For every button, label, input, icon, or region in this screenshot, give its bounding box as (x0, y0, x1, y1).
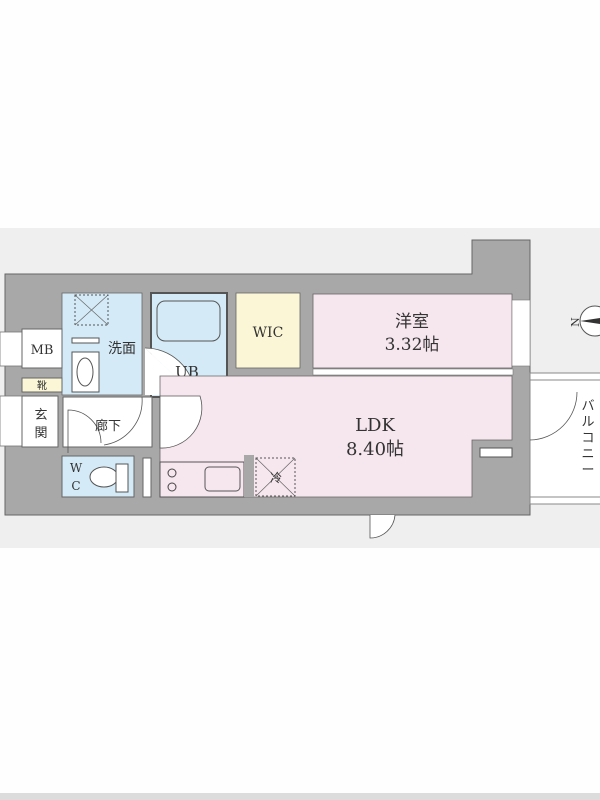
svg-text:ニ: ニ (581, 447, 594, 462)
entrance-area (21, 395, 59, 448)
bathtub (156, 300, 221, 342)
svg-text:バ: バ (581, 399, 594, 414)
entrance-label-1: 玄 (34, 408, 47, 423)
toilet-bowl (89, 466, 119, 488)
washing-machine-pan (74, 294, 109, 326)
toilet-label-1: W (70, 461, 83, 475)
western-room-area-label: 3.32帖 (385, 335, 440, 355)
balcony-door-swing (529, 391, 578, 441)
western-room-name: 洋室 (395, 312, 429, 332)
western-room-area (312, 293, 513, 369)
wic-label: WIC (253, 325, 284, 341)
sliding-door (312, 368, 514, 376)
wic-area (235, 292, 301, 369)
washroom-label: 洗面 (108, 341, 136, 357)
ldk-name: LDK (355, 415, 395, 436)
meter-box-label: MB (31, 343, 54, 358)
stove-burner (167, 468, 177, 478)
stove-burner (167, 482, 177, 492)
bottom-edge (0, 793, 600, 800)
compass-north-label: N (569, 317, 582, 327)
meter-box (21, 328, 63, 369)
svg-text:ル: ル (581, 415, 594, 430)
shoe-box (21, 377, 63, 393)
toilet-label-2: C (71, 479, 80, 493)
window-right (511, 299, 531, 367)
kitchen-sink (204, 466, 241, 492)
fridge-label: 冷 (270, 471, 282, 485)
balcony: バ ル コ ニ ー (529, 372, 600, 505)
shoe-box-label: 靴 (37, 379, 47, 392)
compass-icon: N (569, 305, 600, 337)
service-door (369, 514, 396, 539)
svg-text:コ: コ (581, 431, 594, 446)
entrance-label-2: 関 (34, 426, 47, 441)
ldk-area-label: 8.40帖 (346, 439, 404, 460)
ac-unit (479, 447, 513, 458)
pipe-space (142, 457, 152, 498)
washroom-door-swing (103, 396, 143, 446)
ldk-door-swing (159, 395, 203, 449)
svg-text:ー: ー (581, 463, 594, 478)
hallway-label: 廊下 (95, 418, 121, 434)
wc-door-swing (67, 409, 102, 453)
